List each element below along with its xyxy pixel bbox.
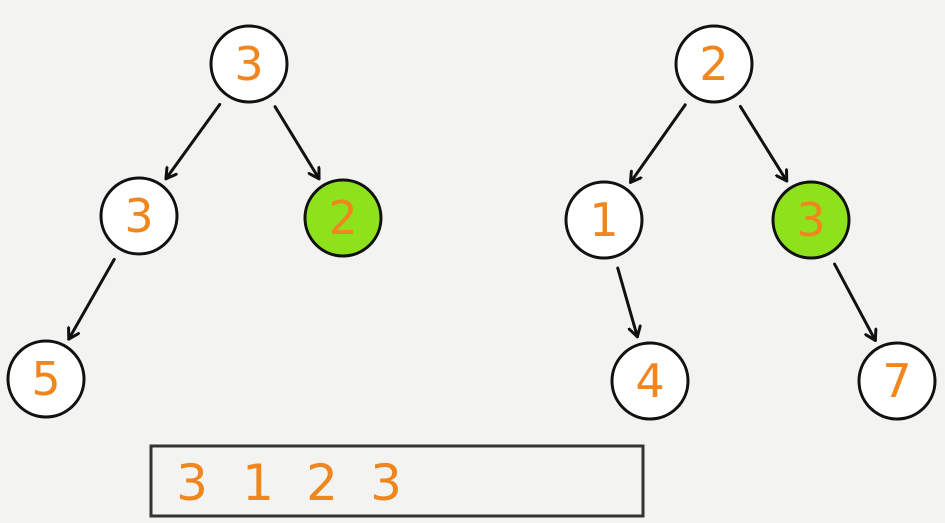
- tree-node: 3: [209, 24, 289, 104]
- node-value: 1: [589, 193, 618, 247]
- node-value: 3: [234, 37, 263, 91]
- node-value: 7: [882, 354, 911, 408]
- node-value: 3: [796, 193, 825, 247]
- tree-node: 3: [771, 180, 851, 260]
- tree-edge-arrow: [738, 104, 789, 183]
- node-circle: [564, 180, 644, 260]
- node-circle: [209, 24, 289, 104]
- tree-node: 4: [610, 341, 690, 421]
- tree-node: 1: [564, 180, 644, 260]
- highlighted-node-circle: [303, 178, 383, 258]
- node-circle: [857, 341, 937, 421]
- tree-edge-arrow: [69, 257, 116, 341]
- node-value: 4: [635, 354, 664, 408]
- tree-node: 7: [857, 341, 937, 421]
- queue-box: [149, 444, 645, 518]
- node-value: 2: [699, 37, 728, 91]
- node-value: 3: [124, 189, 153, 243]
- tree-node: 2: [674, 24, 754, 104]
- highlighted-node-circle: [771, 180, 851, 260]
- tree-node: 5: [6, 339, 86, 419]
- tree-edge-arrow: [616, 266, 638, 339]
- tree-edge-arrow: [833, 262, 876, 342]
- node-circle: [99, 176, 179, 256]
- queue-value: 3: [370, 454, 402, 512]
- node-circle: [674, 24, 754, 104]
- tree-node: 2: [303, 178, 383, 258]
- tree-edge-arrow: [164, 103, 222, 181]
- tree-edge-arrow: [273, 105, 321, 181]
- queue-value: 2: [306, 454, 338, 512]
- tree-edge-arrow: [629, 103, 687, 184]
- queue-value: 3: [176, 454, 208, 512]
- node-value: 2: [328, 191, 357, 245]
- tree-node: 3: [99, 176, 179, 256]
- queue-value: 1: [242, 454, 274, 512]
- node-value: 5: [31, 352, 60, 406]
- node-circle: [6, 339, 86, 419]
- node-circle: [610, 341, 690, 421]
